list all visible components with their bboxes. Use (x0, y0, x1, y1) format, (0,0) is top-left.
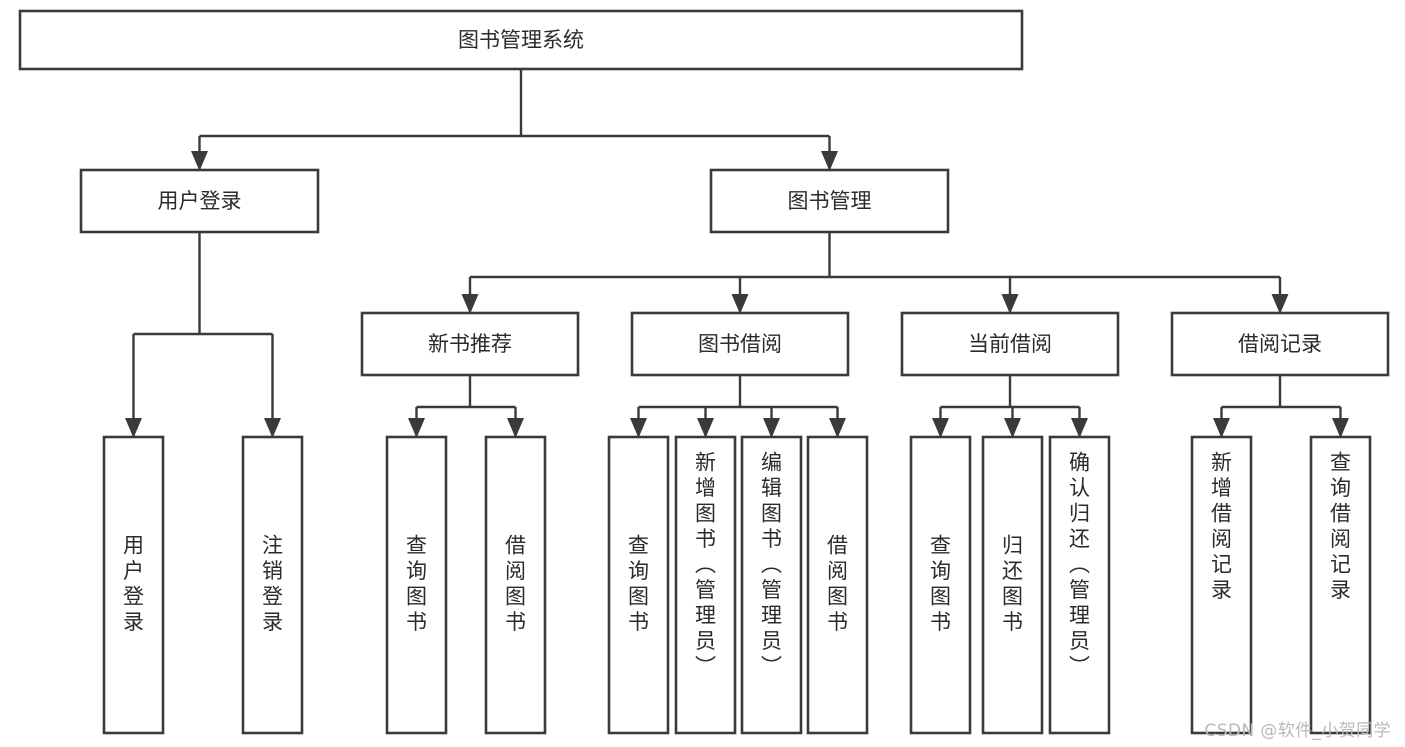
node-box-current-borrow (900, 311, 1120, 377)
node-label-leaf-bb-edit-book: 编辑图书︵管理员︶ (761, 450, 782, 678)
node-box-leaf-user-login (102, 435, 165, 735)
node-leaf-bb-borrow-book[interactable]: 借阅图书 (806, 435, 869, 735)
node-label-borrow-record: 借阅记录 (1238, 332, 1322, 356)
node-box-book-manage (709, 168, 950, 234)
node-leaf-bb-add-book[interactable]: 新增图书︵管理员︶ (674, 435, 737, 735)
arrow-head-icon (408, 418, 425, 438)
node-leaf-bb-query-book[interactable]: 查询图书 (607, 435, 670, 735)
arrow-head-icon (731, 294, 749, 314)
node-box-leaf-br-query-record (1309, 435, 1372, 735)
arrow-head-icon (125, 418, 142, 438)
node-leaf-user-login[interactable]: 用户登录 (102, 435, 165, 735)
watermark-label: CSDN @软件_小贺同学 (1204, 721, 1391, 741)
node-leaf-cb-return-book[interactable]: 归还图书 (981, 435, 1044, 735)
node-label-root: 图书管理系统 (458, 28, 584, 52)
node-new-book-rec[interactable]: 新书推荐 (360, 311, 580, 377)
node-box-leaf-bb-query-book (607, 435, 670, 735)
node-box-user-login (79, 168, 320, 234)
node-box-new-book-rec (360, 311, 580, 377)
node-box-leaf-cb-query-book (909, 435, 972, 735)
node-box-leaf-rec-borrow-book (484, 435, 547, 735)
arrow-head-icon (264, 418, 281, 438)
node-leaf-rec-borrow-book[interactable]: 借阅图书 (484, 435, 547, 735)
node-label-leaf-bb-borrow-book: 借阅图书 (827, 533, 848, 634)
node-label-leaf-bb-query-book: 查询图书 (628, 533, 649, 634)
node-label-leaf-cb-query-book: 查询图书 (930, 533, 951, 634)
node-box-leaf-rec-query-book (385, 435, 448, 735)
node-box-book-borrow (630, 311, 850, 377)
node-label-book-manage: 图书管理 (788, 189, 872, 213)
node-label-current-borrow: 当前借阅 (968, 332, 1052, 356)
arrow-head-icon (697, 418, 714, 438)
arrow-head-icon (829, 418, 846, 438)
arrow-head-icon (1213, 418, 1230, 438)
node-box-leaf-bb-edit-book (740, 435, 803, 735)
node-label-user-login: 用户登录 (158, 189, 242, 213)
arrow-head-icon (1071, 418, 1088, 438)
node-box-leaf-bb-borrow-book (806, 435, 869, 735)
node-leaf-bb-edit-book[interactable]: 编辑图书︵管理员︶ (740, 435, 803, 735)
node-leaf-br-add-record[interactable]: 新增借阅记录 (1190, 435, 1253, 735)
node-box-leaf-bb-add-book (674, 435, 737, 735)
node-book-borrow[interactable]: 图书借阅 (630, 311, 850, 377)
node-box-root (18, 9, 1024, 71)
node-root[interactable]: 图书管理系统 (18, 9, 1024, 71)
arrow-head-icon (191, 151, 208, 171)
node-current-borrow[interactable]: 当前借阅 (900, 311, 1120, 377)
arrow-head-icon (821, 151, 838, 171)
node-borrow-record[interactable]: 借阅记录 (1170, 311, 1390, 377)
node-label-leaf-rec-query-book: 查询图书 (406, 533, 427, 634)
node-label-leaf-user-login: 用户登录 (123, 533, 144, 634)
node-user-login[interactable]: 用户登录 (79, 168, 320, 234)
arrow-head-icon (1271, 294, 1289, 314)
arrow-head-icon (507, 418, 524, 438)
node-box-borrow-record (1170, 311, 1390, 377)
arrow-head-icon (630, 418, 647, 438)
node-label-new-book-rec: 新书推荐 (428, 332, 512, 356)
node-leaf-br-query-record[interactable]: 查询借阅记录 (1309, 435, 1372, 735)
arrow-head-icon (461, 294, 479, 314)
arrow-head-icon (1001, 294, 1019, 314)
node-book-manage[interactable]: 图书管理 (709, 168, 950, 234)
node-box-leaf-user-logout (241, 435, 304, 735)
arrow-head-icon (932, 418, 949, 438)
node-label-leaf-br-query-record: 查询借阅记录 (1330, 450, 1351, 602)
node-leaf-cb-query-book[interactable]: 查询图书 (909, 435, 972, 735)
node-label-leaf-cb-confirm-return: 确认归还︵管理员︶ (1069, 450, 1090, 678)
node-label-leaf-br-add-record: 新增借阅记录 (1211, 450, 1232, 602)
node-leaf-cb-confirm-return[interactable]: 确认归还︵管理员︶ (1048, 435, 1111, 735)
node-label-leaf-bb-add-book: 新增图书︵管理员︶ (695, 450, 716, 678)
arrow-head-icon (1332, 418, 1349, 438)
node-label-leaf-cb-return-book: 归还图书 (1002, 533, 1023, 634)
node-leaf-user-logout[interactable]: 注销登录 (241, 435, 304, 735)
node-box-leaf-cb-confirm-return (1048, 435, 1111, 735)
arrow-head-icon (763, 418, 780, 438)
connector-layer (125, 69, 1349, 438)
node-box-leaf-cb-return-book (981, 435, 1044, 735)
arrow-head-icon (1004, 418, 1021, 438)
node-label-leaf-user-logout: 注销登录 (262, 533, 283, 634)
node-leaf-rec-query-book[interactable]: 查询图书 (385, 435, 448, 735)
node-label-leaf-rec-borrow-book: 借阅图书 (505, 533, 526, 634)
node-label-book-borrow: 图书借阅 (698, 332, 782, 356)
node-layer: 图书管理系统用户登录图书管理新书推荐图书借阅当前借阅借阅记录用户登录注销登录查询… (18, 9, 1390, 735)
node-box-leaf-br-add-record (1190, 435, 1253, 735)
